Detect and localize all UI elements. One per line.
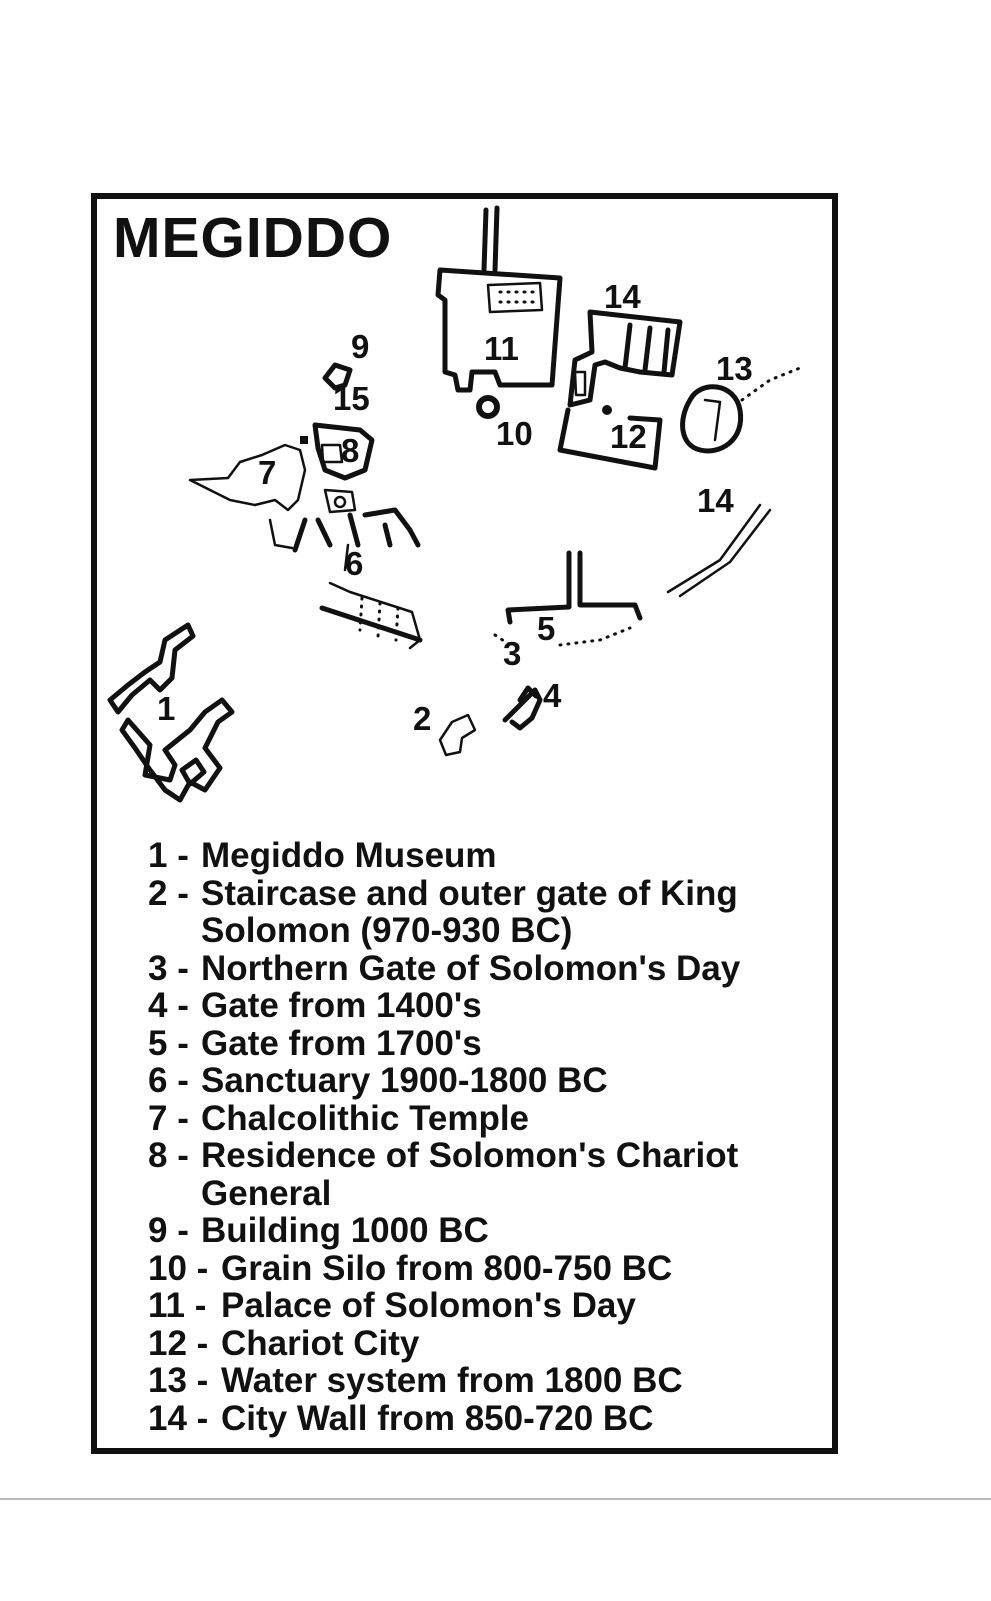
feature-temple-7 (188, 443, 308, 553)
legend-number: 12 - (148, 1323, 209, 1363)
legend-item: 9 - Building 1000 BC (148, 1212, 740, 1250)
legend-number: 6 - (148, 1061, 189, 1100)
page-divider (0, 1498, 991, 1500)
legend-text: Staircase and outer gate of King Solomon… (201, 873, 738, 950)
legend-item: 11 - Palace of Solomon's Day (148, 1287, 740, 1325)
legend-text: Chariot City (221, 1323, 420, 1363)
legend-number: 14 - (148, 1398, 209, 1438)
legend-item: 4 - Gate from 1400's (148, 987, 740, 1025)
legend-item: 2 - Staircase and outer gate of King Solo… (148, 873, 740, 950)
legend-text: Grain Silo from 800-750 BC (221, 1248, 673, 1288)
legend-text: Building 1000 BC (201, 1211, 489, 1250)
legend-text: Water system from 1800 BC (221, 1361, 683, 1400)
legend-text: Sanctuary 1900-1800 BC (201, 1061, 608, 1100)
legend-number: 10 - (148, 1248, 209, 1288)
feature-city-wall-14 (666, 503, 772, 598)
legend-number: 11 - (148, 1286, 207, 1325)
legend-item: 3 - Northern Gate of Solomon's Day (148, 948, 741, 988)
label-site-15: 15 (333, 380, 370, 417)
feature-water-system-13 (680, 366, 802, 454)
legend-number: 2 - (148, 873, 189, 913)
legend-text: Gate from 1700's (201, 1023, 482, 1063)
label-site-2: 2 (413, 700, 431, 737)
feature-gates-2-3-4 (438, 685, 543, 757)
legend-item: 13 - Water system from 1800 BC (148, 1362, 740, 1400)
legend-item: 10 - Grain Silo from 800-750 BC (148, 1248, 740, 1288)
legend-number: 1 - (148, 836, 189, 875)
label-site-6: 6 (345, 545, 363, 582)
feature-museum (107, 622, 235, 803)
legend-item: 8 - Residence of Solomon's Chariot Genera… (148, 1137, 740, 1212)
feature-sanctuary-6 (319, 543, 423, 650)
legend-item: 6 - Sanctuary 1900-1800 BC (148, 1062, 740, 1100)
label-site-14-north: 14 (604, 278, 641, 315)
legend-number: 7 - (148, 1098, 189, 1138)
label-site-7: 7 (258, 454, 276, 491)
legend-number: 5 - (148, 1023, 189, 1063)
legend-text: Megiddo Museum (201, 836, 497, 875)
feature-silo-10 (476, 395, 500, 419)
feature-gate-5 (493, 550, 643, 647)
legend-number: 8 - (148, 1136, 189, 1175)
legend-text: Northern Gate of Solomon's Day (201, 948, 741, 988)
legend-text: City Wall from 850-720 BC (221, 1398, 654, 1438)
legend-text: Chalcolithic Temple (201, 1098, 530, 1138)
map-legend: 1 - Megiddo Museum 2 - Staircase and outer… (148, 837, 740, 1437)
feature-chariot-city-12 (557, 309, 683, 471)
legend-text: Palace of Solomon's Day (221, 1286, 636, 1325)
label-site-4: 4 (543, 677, 562, 714)
label-site-13: 13 (716, 350, 753, 387)
feature-palace-11 (435, 205, 563, 393)
legend-text: Gate from 1400's (201, 986, 482, 1025)
label-site-14-east: 14 (697, 482, 734, 519)
feature-residence-8 (300, 422, 421, 548)
legend-number: 4 - (148, 986, 189, 1025)
label-site-9: 9 (351, 328, 369, 365)
label-site-12: 12 (610, 418, 647, 455)
legend-number: 13 - (148, 1361, 209, 1400)
feature-building-9 (322, 362, 353, 391)
label-site-5: 5 (537, 610, 555, 647)
label-site-3: 3 (503, 635, 521, 672)
map-title: MEGIDDO (113, 206, 393, 270)
legend-item: 12 - Chariot City (148, 1323, 740, 1363)
legend-number: 9 - (148, 1211, 189, 1250)
legend-item: 1 - Megiddo Museum (148, 837, 740, 875)
legend-text: Residence of Solomon's Chariot General (201, 1136, 739, 1213)
legend-number: 3 - (148, 948, 189, 988)
label-site-8: 8 (341, 432, 359, 469)
map-frame (91, 193, 838, 1454)
legend-item: 7 - Chalcolithic Temple (148, 1098, 740, 1138)
label-site-10: 10 (496, 415, 533, 452)
legend-item: 5 - Gate from 1700's (148, 1023, 740, 1063)
legend-item: 14 - City Wall from 850-720 BC (148, 1398, 740, 1438)
label-site-11: 11 (484, 330, 519, 367)
label-site-1: 1 (157, 690, 175, 727)
